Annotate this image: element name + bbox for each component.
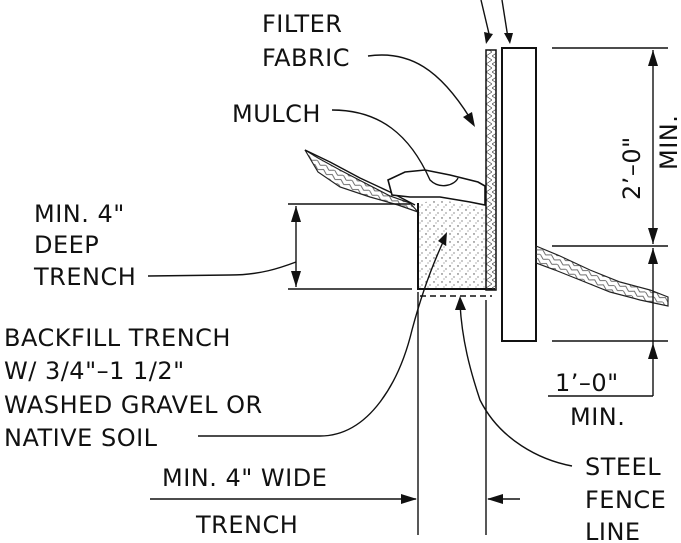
trench-backfill bbox=[418, 200, 488, 289]
leader-trench-depth bbox=[147, 261, 297, 277]
height-dim-label: 2’–0" bbox=[618, 136, 646, 200]
label-backfill-4: NATIVE SOIL bbox=[4, 424, 158, 452]
label-filter: FILTER bbox=[262, 10, 342, 38]
ground-right bbox=[535, 245, 669, 307]
label-width-2: TRENCH bbox=[195, 511, 298, 539]
trench-outline bbox=[417, 203, 495, 290]
leader-steel-fence bbox=[459, 303, 573, 467]
embed-min-label: MIN. bbox=[570, 403, 625, 431]
leader-filter-fabric bbox=[367, 54, 471, 119]
leader-steel-fence-head bbox=[455, 296, 466, 310]
top-arrowheads bbox=[484, 32, 513, 44]
label-backfill-1: BACKFILL TRENCH bbox=[4, 324, 231, 352]
label-fabric: FABRIC bbox=[262, 44, 350, 72]
leader-backfill bbox=[198, 239, 445, 437]
label-backfill-2: W/ 3/4"–1 1/2" bbox=[4, 357, 185, 385]
label-mulch: MULCH bbox=[232, 100, 321, 128]
leader-backfill-head bbox=[438, 232, 447, 246]
width-arrowheads bbox=[401, 494, 503, 504]
mulch-layer bbox=[387, 169, 486, 206]
top-arrow-lines bbox=[480, 0, 509, 39]
label-depth-3: TRENCH bbox=[33, 263, 136, 291]
embed-dim-label: 1’–0" bbox=[555, 369, 619, 397]
leader-filter-fabric-head bbox=[463, 112, 475, 127]
label-backfill-3: WASHED GRAVEL OR bbox=[4, 391, 263, 419]
label-width-1: MIN. 4" WIDE bbox=[162, 464, 327, 492]
height-min-label: MIN. bbox=[655, 115, 681, 170]
label-depth-1: MIN. 4" bbox=[34, 200, 125, 228]
label-steel: STEEL bbox=[585, 453, 661, 481]
leader-mulch bbox=[331, 109, 459, 187]
steel-fence-post bbox=[501, 47, 537, 342]
label-line: LINE bbox=[585, 518, 641, 543]
label-depth-2: DEEP bbox=[34, 231, 99, 259]
filter-fabric bbox=[485, 49, 497, 291]
label-fence: FENCE bbox=[585, 486, 666, 514]
ground-left bbox=[304, 149, 420, 214]
